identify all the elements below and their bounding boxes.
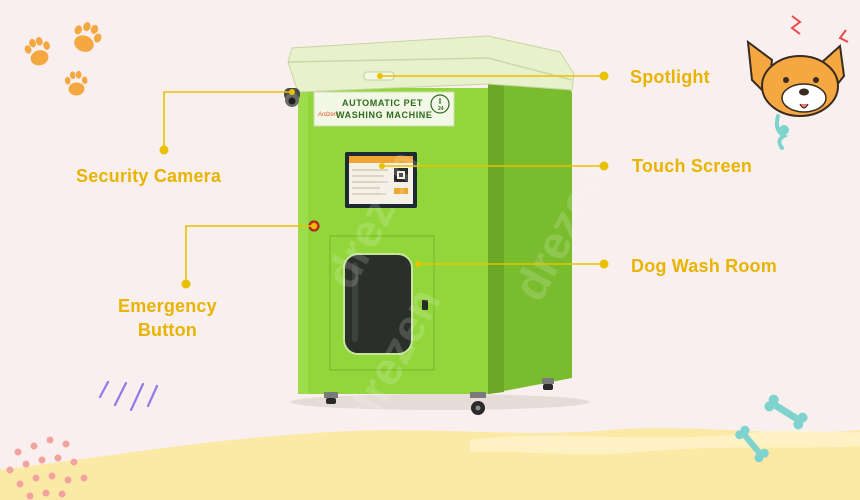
pink-dot-pattern (6, 436, 88, 500)
machine-side-panel (488, 66, 572, 394)
screen-button (394, 188, 408, 194)
sign-line-2: WASHING MACHINE (336, 110, 433, 120)
dog-wash-room-label: Dog Wash Room (631, 256, 777, 276)
wash-room-window (343, 253, 413, 355)
clock-badge-icon (430, 94, 450, 114)
screen-header-bar (349, 156, 413, 163)
callout-dots (159, 71, 609, 289)
emergency-button-label: Emergency Button (118, 294, 217, 342)
security-camera-leader (163, 91, 292, 150)
paw-print-icon (74, 22, 102, 52)
emergency-label-line2: Button (137, 320, 198, 340)
dog-face-icon (746, 15, 849, 150)
purple-dash-marks (98, 380, 159, 412)
machine-front-highlight (298, 88, 308, 394)
paw-print-icon (24, 37, 51, 66)
wash-room-frame (329, 235, 435, 371)
emergency-label-line1: Emergency (118, 296, 217, 316)
paw-print-icon (64, 70, 88, 96)
spotlight-label: Spotlight (630, 67, 710, 87)
bone-icon (735, 425, 769, 463)
qr-code-dot (399, 173, 403, 177)
bone-icon (764, 394, 808, 430)
callout-leaders (163, 75, 604, 284)
sign-line-1: AUTOMATIC PET (342, 98, 423, 108)
machine-shadow (290, 394, 590, 410)
machine-top-cap (287, 35, 575, 93)
machine-side-shade (488, 66, 504, 394)
screen-content-lines (352, 169, 388, 195)
clock-badge-text: 24 (438, 106, 444, 112)
door-latch-icon (422, 300, 428, 310)
emergency-leader (185, 225, 314, 284)
machine-sign-panel (313, 91, 455, 127)
security-camera-label: Security Camera (76, 166, 222, 186)
sign-brand: Ardzen (317, 112, 338, 118)
touch-screen-label: Touch Screen (632, 156, 753, 176)
machine-top-cap-edge (287, 57, 573, 81)
yellow-paint-streak (470, 430, 860, 455)
wheel-icon (324, 378, 554, 415)
wash-room-window-shine (352, 262, 358, 342)
